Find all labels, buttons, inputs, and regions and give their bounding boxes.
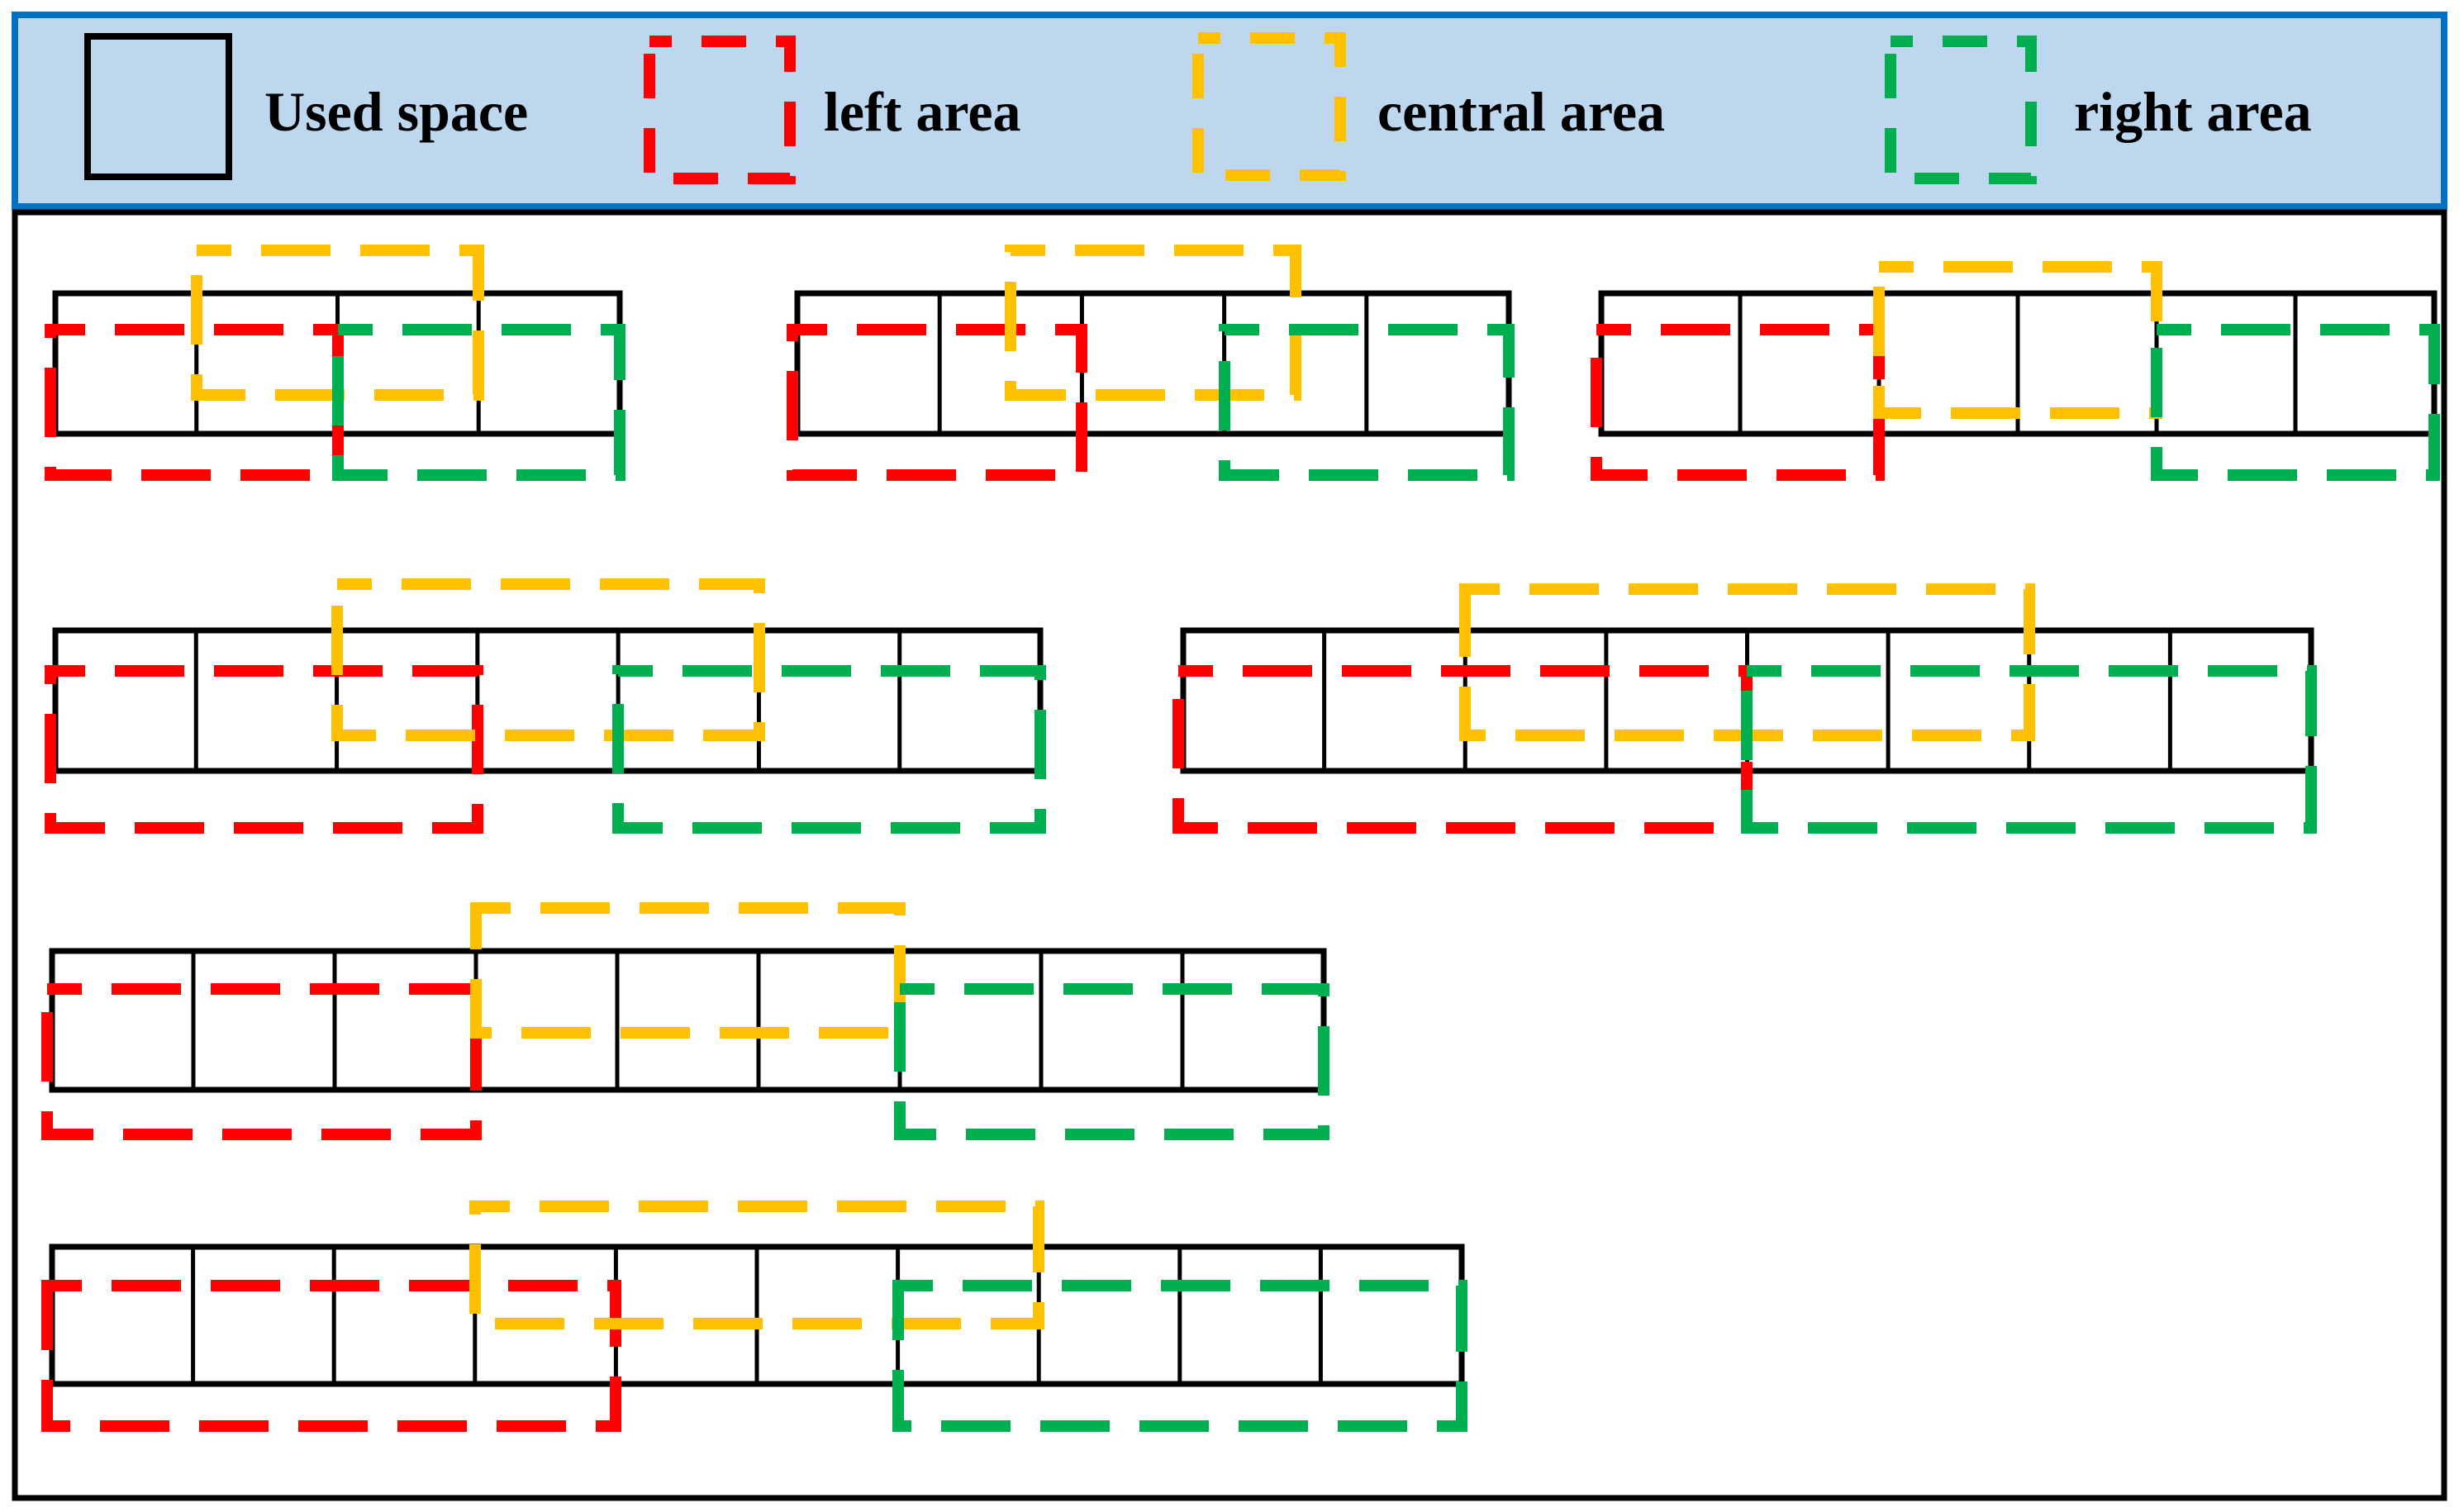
central-area-rect — [469, 1201, 1044, 1329]
central-area-swatch — [1192, 32, 1346, 181]
right-area-rect — [2151, 324, 2440, 481]
right-area-rect — [1741, 665, 2317, 834]
used-space-strip — [49, 948, 1327, 1093]
right-area-rect — [1219, 324, 1515, 481]
strip-diagram-6 — [41, 902, 1329, 1140]
legend-label-left-area: left area — [824, 80, 1021, 143]
right-area-rect — [894, 983, 1329, 1140]
legend-label-central-area: central area — [1377, 80, 1665, 143]
left-area-rect — [41, 983, 482, 1140]
central-area-rect — [1005, 245, 1301, 401]
central-area-rect — [331, 578, 765, 741]
strip-diagram-7 — [41, 1201, 1467, 1432]
strip-diagram-1 — [45, 245, 625, 481]
used-space-strip — [794, 290, 1512, 437]
central-area-rect — [1873, 261, 2162, 419]
strip-diagrams — [41, 245, 2440, 1432]
legend-label-right-area: right area — [2074, 80, 2312, 143]
strip-diagram-2 — [787, 245, 1515, 481]
left-area-rect — [1591, 324, 1885, 481]
left-area-rect — [45, 324, 344, 481]
right-area-rect — [892, 1280, 1467, 1432]
legend-label-used-space: Used space — [264, 80, 528, 143]
right-area-swatch — [1885, 36, 2037, 184]
used-space-swatch — [84, 33, 232, 180]
left-area-rect — [787, 324, 1087, 481]
legend-bar: Used space left area central area right … — [12, 12, 2447, 210]
left-area-rect — [45, 665, 483, 834]
left-area-swatch — [644, 36, 796, 184]
central-area-rect — [470, 902, 906, 1039]
left-area-rect — [1172, 665, 1753, 834]
left-area-rect — [41, 1280, 621, 1432]
strip-diagram-5 — [1172, 583, 2317, 834]
strip-diagram-4 — [45, 578, 1046, 834]
used-space-strip — [52, 627, 1044, 774]
right-area-rect — [612, 665, 1046, 834]
right-area-rect — [332, 324, 625, 481]
strip-diagram-3 — [1591, 261, 2440, 481]
